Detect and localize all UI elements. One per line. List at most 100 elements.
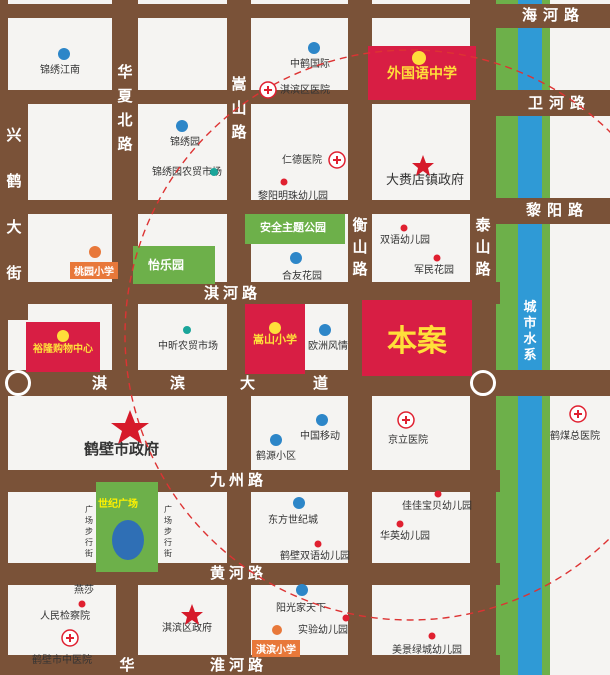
label-xinghe-dajie: 兴鹤大街 [6,126,22,282]
kindergarten-icon [314,540,322,548]
home-icon [270,434,282,446]
label-hengshan: 衡山路 [352,216,368,278]
label-huaihe: 淮河路 [210,656,268,674]
kindergarten-icon [78,600,86,608]
label-jiuzhou: 九州路 [210,471,268,489]
label-qibin-1: 淇 [92,374,108,392]
poi-shiyan-kindergarten[interactable]: 实验幼儿园 [298,625,348,636]
home-icon [290,252,302,264]
poi-hebi-gov[interactable]: 鹤壁市政府 [84,440,160,458]
qibin-school-tag[interactable]: 淇滨小学 [252,640,300,657]
river-label: 城市水系 [523,300,537,363]
project-site-label: 本案 [387,324,447,359]
poi-qibin-hospital[interactable]: 淇滨区医院 [280,85,330,96]
school-icon [412,51,426,65]
home-icon [176,120,188,132]
home-icon [58,48,70,60]
road-left-edge [0,0,8,675]
school-icon [89,246,101,258]
label-hua: 华 [119,656,135,674]
road-xinghe-dajie [0,100,28,320]
poi-jinxiu-yuan[interactable]: 锦绣园 [170,137,200,148]
school-icon [272,625,282,635]
poi-ouzhou-fengqing[interactable]: 欧洲风情 [308,341,348,352]
market-markers [183,168,218,334]
poi-zhonghe-guoji[interactable]: 中鹤国际 [290,59,330,70]
label-qibin-3: 大 [240,374,256,392]
poi-jianchayuan[interactable]: 人民检察院 [40,611,90,622]
poi-china-mobile[interactable]: 中国移动 [300,431,340,442]
kindergarten-icon [434,490,442,498]
safety-park [245,214,345,244]
foreign-school-label: 外国语中学 [387,66,457,82]
road-top-edge [0,4,610,18]
hospital-icon [61,629,79,647]
hospital-icon [259,81,277,99]
kindergarten-icon [433,254,441,262]
label-songshan: 嵩山路 [231,75,247,141]
poi-liyang-kindergarten[interactable]: 黎阳明珠幼儿园 [258,191,328,202]
home-markers [58,42,331,596]
poi-hebi-shuangyu-kindergarten[interactable]: 鹤壁双语幼儿园 [280,551,350,562]
poi-yangguang[interactable]: 阳光家天下 [276,603,326,614]
poi-jinxiu-market[interactable]: 锦绣园农贸市场 [152,167,222,178]
songshan-school-box[interactable]: 嵩山小学 [245,304,305,374]
market-icon [210,168,218,176]
poi-yansha[interactable]: 燕莎 [74,585,94,596]
poi-dongfang-shiji[interactable]: 东方世纪城 [268,515,318,526]
yulong-mall-label: 裕隆购物中心 [33,343,93,355]
school-markers [57,51,426,635]
road-liyang-label-area [480,198,610,224]
school-icon [269,322,281,334]
kindergarten-icon [400,224,408,232]
hospital-icon [569,405,587,423]
poi-hehe-garden[interactable]: 合友花园 [282,271,322,282]
safety-park-label: 安全主题公园 [260,221,326,234]
century-square-label: 世纪广场 [98,499,138,510]
poi-meijing-kindergarten[interactable]: 美景绿城幼儿园 [392,645,462,656]
poi-zhongxin-market[interactable]: 中昕农贸市场 [158,341,218,352]
road-taishan [470,0,496,675]
project-site-box[interactable]: 本案 [362,300,472,376]
yulong-mall-box[interactable]: 裕隆购物中心 [26,322,100,372]
walk-street-right: 广场步行街 [164,505,172,558]
poi-shuangyu-kindergarten[interactable]: 双语幼儿园 [380,235,430,246]
poi-zhongyi-hospital[interactable]: 鹤壁市中医院 [32,655,92,666]
poi-rende-hospital[interactable]: 仁德医院 [282,155,322,166]
poi-dalai-town-gov[interactable]: 大赉店镇政府 [386,173,465,188]
hospital-markers [61,81,587,647]
home-icon [308,42,320,54]
poi-jiajia-kindergarten[interactable]: 佳佳宝贝幼儿园 [402,501,472,512]
radius-circle [124,49,610,621]
school-icon [57,330,69,342]
label-liyang: 黎阳路 [526,201,590,219]
kindergarten-icon [396,520,404,528]
home-icon [319,324,331,336]
label-haihe: 海河路 [522,6,586,24]
poi-qibin-gov[interactable]: 淇滨区政府 [162,623,212,634]
taoyuan-school-tag[interactable]: 桃园小学 [70,262,118,279]
hospital-icon [397,411,415,429]
songshan-school-label: 嵩山小学 [253,333,297,346]
poi-huaying-kindergarten[interactable]: 华英幼儿园 [380,531,430,542]
poi-junmin-garden[interactable]: 军民花园 [414,265,454,276]
government-star-icon [181,604,203,625]
poi-hemei-hospital[interactable]: 鹤煤总医院 [550,431,600,442]
road-weihe-label-area [480,92,610,116]
yileyuan-park [133,246,215,284]
home-icon [316,414,328,426]
poi-jingli-hospital[interactable]: 京立医院 [388,435,428,446]
roundabout-east [470,370,496,396]
government-star-icon [111,410,149,444]
government-star-icon [412,155,434,176]
poi-heyuan-xiaoqu[interactable]: 鹤源小区 [256,451,296,462]
hospital-icon [328,151,346,169]
kindergarten-markers [78,178,442,640]
label-qihe: 淇河路 [204,284,262,302]
home-icon [296,584,308,596]
home-icon [293,497,305,509]
century-square-pond [112,520,144,560]
poi-jinxiu-jiangnan[interactable]: 锦绣江南 [40,65,80,76]
